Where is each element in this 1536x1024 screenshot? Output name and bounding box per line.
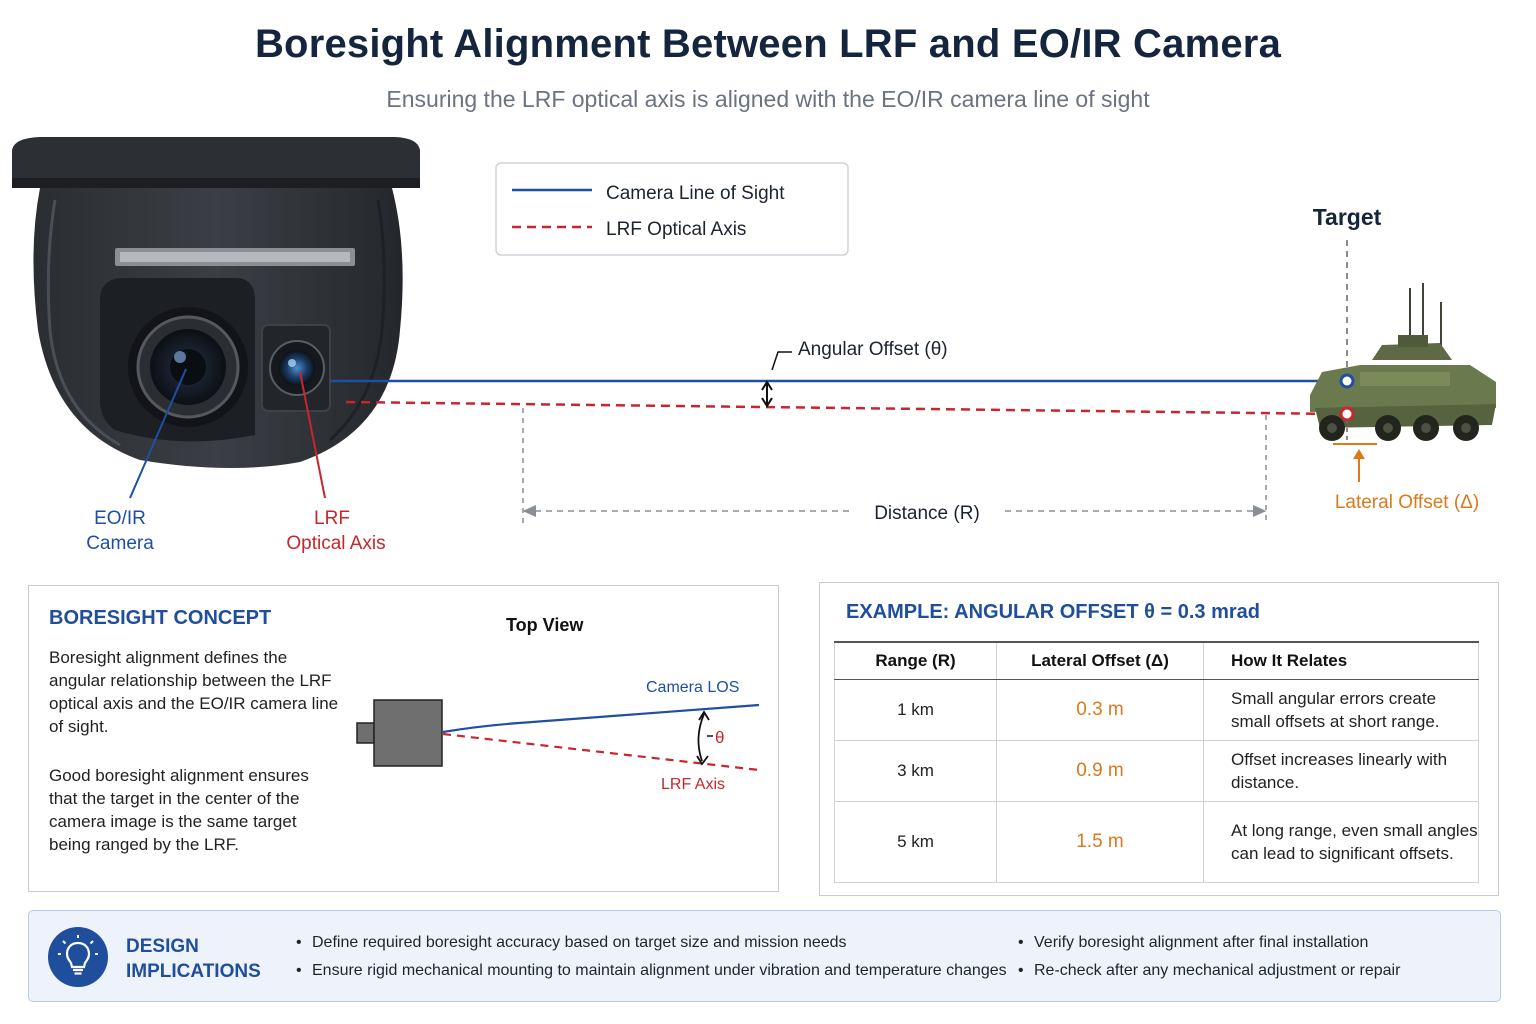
column-header-offset: Lateral Offset (Δ) [996,641,1204,680]
table-header-row: Range (R) Lateral Offset (Δ) How It Rela… [834,641,1479,680]
lrf-label-line1: LRF [314,508,350,529]
cell-offset: 0.3 m [996,678,1204,741]
lrf-leader-line [299,371,326,499]
top-view-lrf-axis-label: LRF Axis [661,776,725,793]
cell-offset: 1.5 m [996,800,1204,883]
lateral-offset-label: Lateral Offset (Δ) [1335,492,1479,513]
offset-table: Range (R) Lateral Offset (Δ) How It Rela… [834,641,1479,883]
cell-offset: 0.9 m [996,739,1204,802]
legend-camera-label: Camera Line of Sight [606,183,785,204]
top-view-camera-los-line [442,703,760,734]
lrf-aim-point [1339,406,1355,422]
lrf-label-line2: Optical Axis [286,533,385,554]
implications-title-line2: IMPLICATIONS [126,961,261,982]
boresight-concept-panel: BORESIGHT CONCEPT Boresight alignment de… [28,585,779,892]
top-view-lrf-axis-line [442,732,760,772]
top-view-camera-lens [356,722,375,744]
cell-relates: At long range, even small angles can lea… [1203,800,1479,883]
angular-offset-marker [761,351,792,408]
top-view-camera-body [373,699,443,767]
lrf-optical-axis [345,400,1341,416]
distance-label: Distance (R) [874,503,980,524]
implication-bullet: Verify boresight alignment after final i… [1018,934,1368,952]
implication-bullet: Ensure rigid mechanical mounting to main… [296,962,1007,980]
camera-aim-point [1339,373,1355,389]
angular-offset-label: Angular Offset (θ) [798,339,948,360]
eoir-label-line1: EO/IR [94,508,146,529]
top-view-title: Top View [506,615,584,635]
top-view-theta-arrow-down [696,755,709,766]
column-header-relates: How It Relates [1203,641,1479,680]
implication-bullet: Re-check after any mechanical adjustment… [1018,962,1400,980]
cell-relates: Small angular errors create small offset… [1203,678,1479,741]
implication-bullet: Define required boresight accuracy based… [296,934,847,952]
concept-heading: BORESIGHT CONCEPT [49,607,272,629]
top-view-theta-arrow-up [698,710,710,721]
top-view-camera-los-label: Camera LOS [646,679,739,696]
cell-range: 3 km [834,739,997,802]
eoir-leader-line [129,368,187,499]
implications-title: DESIGN IMPLICATIONS [126,934,286,984]
concept-paragraph-2: Good boresight alignment ensures that th… [49,766,309,854]
legend-lrf-label: LRF Optical Axis [606,219,746,240]
eoir-label-line2: Camera [86,533,154,554]
table-row: 5 km 1.5 m At long range, even small ang… [834,800,1479,883]
cell-range: 1 km [834,678,997,741]
top-view-theta-label: θ [715,728,724,747]
eoir-turret-illustration [12,137,420,469]
boresight-diagram: EO/IR Camera LRF Optical Axis Camera Lin… [12,137,1496,554]
column-header-range: Range (R) [834,641,997,680]
target-vehicle-illustration [1310,283,1496,441]
cell-relates: Offset increases linearly with distance. [1203,739,1479,802]
design-implications-bar: DESIGN IMPLICATIONS Define required bore… [28,910,1501,1002]
top-view-theta-arc [697,713,705,762]
table-row: 1 km 0.3 m Small angular errors create s… [834,678,1479,741]
example-panel: EXAMPLE: ANGULAR OFFSET θ = 0.3 mrad Ran… [819,582,1499,896]
legend: Camera Line of Sight LRF Optical Axis [495,162,849,256]
example-heading: EXAMPLE: ANGULAR OFFSET θ = 0.3 mrad [846,601,1261,623]
target-label: Target [1313,204,1382,230]
cell-range: 5 km [834,800,997,883]
top-view-diagram: θ Camera LOS LRF Axis [356,679,760,793]
page-subtitle: Ensuring the LRF optical axis is aligned… [386,86,1150,112]
implications-title-line1: DESIGN [126,936,199,957]
lightbulb-icon [48,927,108,987]
table-row: 3 km 0.9 m Offset increases linearly wit… [834,739,1479,802]
lateral-offset-marker [1333,420,1377,482]
concept-paragraph-1: Boresight alignment defines the angular … [49,648,339,736]
page-title: Boresight Alignment Between LRF and EO/I… [254,22,1282,66]
